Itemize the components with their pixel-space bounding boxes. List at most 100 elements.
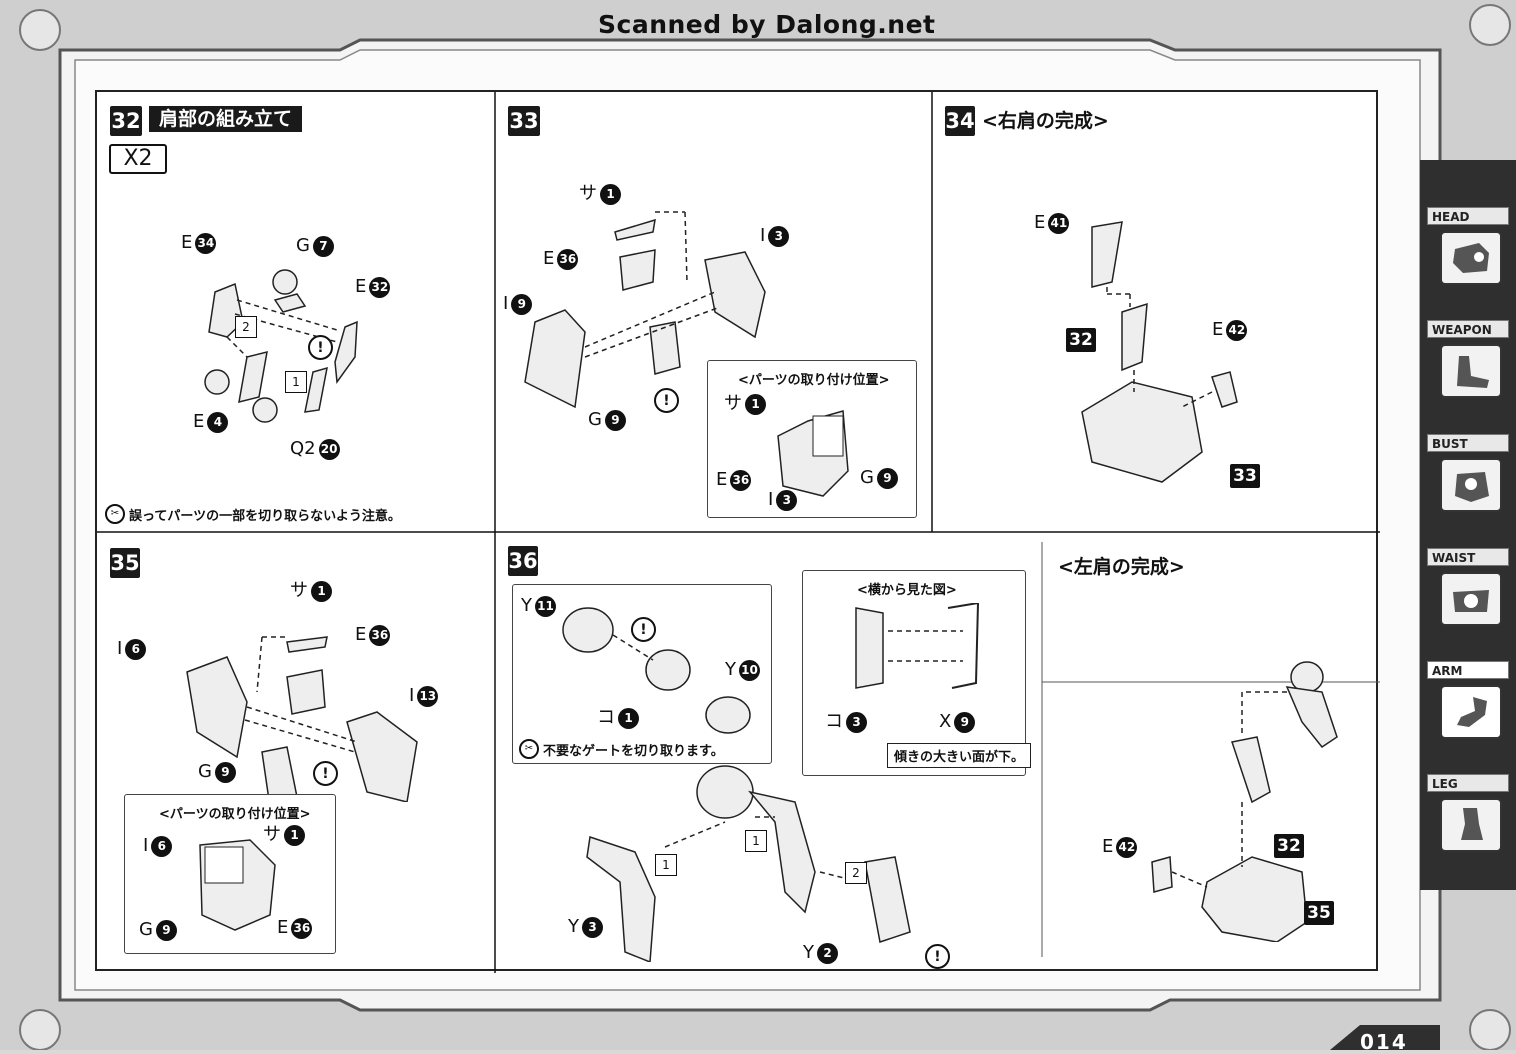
- panel-grid: [97, 92, 1380, 973]
- order-marker: 1: [745, 830, 767, 852]
- step-reference: 33: [1230, 464, 1260, 488]
- caution-note: ✂誤ってパーツの一部を切り取らないよう注意。: [105, 504, 401, 524]
- scanner-watermark: Scanned by Dalong.net: [598, 10, 936, 39]
- tab-arm[interactable]: ARM: [1424, 661, 1514, 751]
- tab-leg[interactable]: LEG: [1424, 774, 1514, 864]
- step-title: <右肩の完成>: [982, 110, 1109, 132]
- step-reference: 32: [1274, 834, 1304, 858]
- caution-icon: !: [313, 761, 338, 786]
- right-shoulder-diagram: [1081, 221, 1238, 483]
- tab-label: LEG: [1427, 774, 1509, 792]
- order-marker: 1: [655, 854, 677, 876]
- side-view-note: 傾きの大きい面が下。: [887, 743, 1032, 768]
- inset-title: <横から見た図>: [857, 583, 957, 598]
- tab-head[interactable]: HEAD: [1424, 207, 1514, 297]
- gate-cut-note: ✂不要なゲートを切り取ります。: [519, 739, 724, 759]
- order-marker: 1: [285, 371, 307, 393]
- inset-title: <パーツの取り付け位置>: [159, 807, 311, 822]
- arm-icon: [1440, 685, 1502, 739]
- tab-waist[interactable]: WAIST: [1424, 548, 1514, 638]
- section-title: <左肩の完成>: [1058, 556, 1185, 578]
- tab-label: ARM: [1427, 661, 1509, 679]
- tab-label: BUST: [1427, 434, 1509, 452]
- clamp-parts-diagram: [562, 607, 751, 734]
- order-marker: 2: [845, 862, 867, 884]
- step-number: 32: [110, 106, 142, 136]
- tab-weapon[interactable]: WEAPON: [1424, 320, 1514, 410]
- leg-icon: [1440, 798, 1502, 852]
- head-icon: [1440, 231, 1502, 285]
- caution-icon: !: [654, 388, 679, 413]
- order-marker: 2: [235, 316, 257, 338]
- left-shoulder-diagram: [1151, 661, 1338, 942]
- step-number: 34: [945, 106, 975, 136]
- step-number: 33: [508, 106, 540, 136]
- tab-label: WEAPON: [1427, 320, 1509, 338]
- step-title: 肩部の組み立て: [149, 106, 303, 132]
- shoulder-assembly-diagram: [524, 211, 766, 409]
- inset-title: <パーツの取り付け位置>: [738, 373, 890, 388]
- step-number: 35: [110, 548, 140, 578]
- tab-bust[interactable]: BUST: [1424, 434, 1514, 524]
- caution-icon: !: [308, 335, 333, 360]
- attached-part-view: [777, 410, 849, 497]
- caution-icon: !: [925, 944, 950, 969]
- attached-part-view: [199, 839, 276, 931]
- bust-icon: [1440, 458, 1502, 512]
- step-reference: 35: [1304, 901, 1334, 925]
- quantity-badge: X2: [109, 144, 167, 174]
- arm-mount-diagram: [586, 765, 911, 962]
- waist-icon: [1440, 572, 1502, 626]
- step-number: 36: [508, 546, 538, 576]
- side-view-diagram: [855, 603, 980, 689]
- tab-label: HEAD: [1427, 207, 1509, 225]
- left-shoulder-assembly-diagram: [186, 636, 418, 802]
- step-reference: 32: [1066, 328, 1096, 352]
- page-number: 014: [1360, 1030, 1408, 1054]
- weapon-icon: [1440, 344, 1502, 398]
- shoulder-parts-diagram: [204, 269, 358, 423]
